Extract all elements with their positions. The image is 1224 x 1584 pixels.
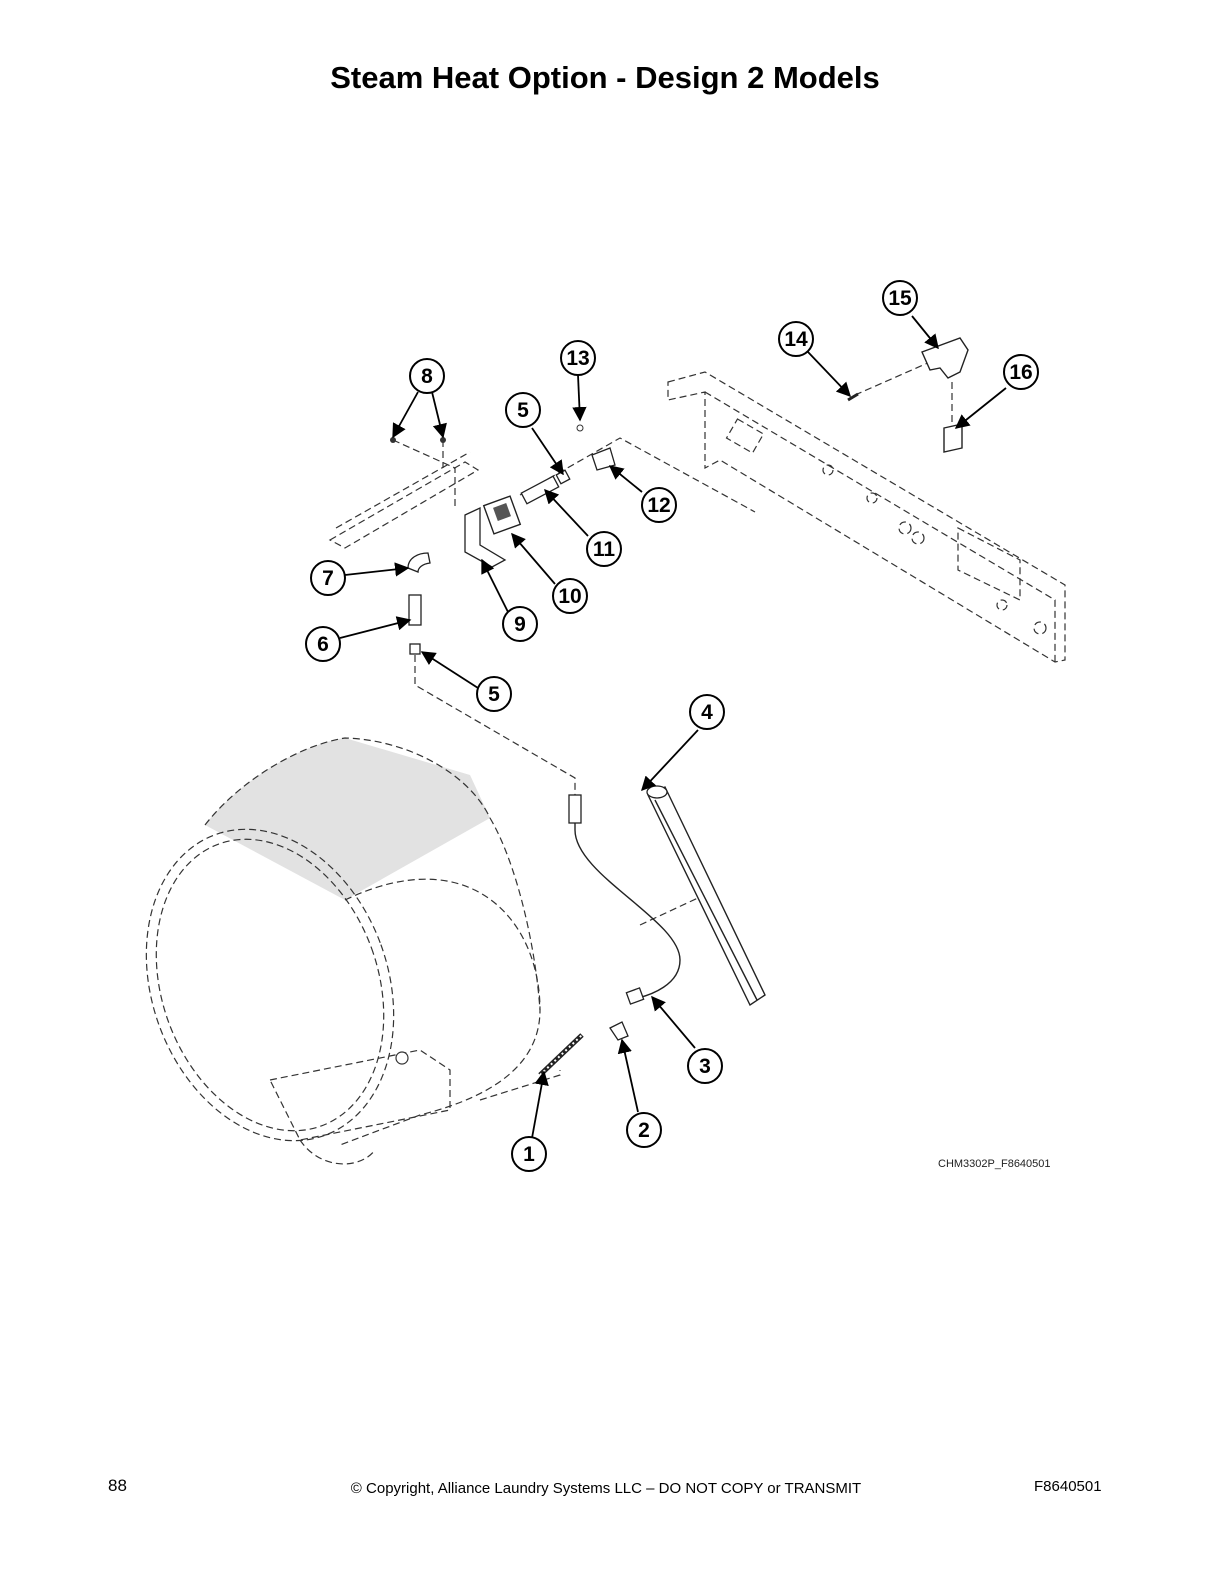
page-title: Steam Heat Option - Design 2 Models — [330, 60, 880, 95]
pipe-nipple-6 — [408, 594, 422, 655]
elbow-7 — [407, 552, 431, 573]
dryer-drum — [145, 737, 541, 1165]
bracket-9 — [464, 506, 507, 568]
svg-text:7: 7 — [322, 567, 334, 590]
connector-12 — [591, 447, 616, 471]
svg-text:12: 12 — [647, 494, 670, 517]
callout-14: 14 — [778, 321, 814, 357]
callout-5-lower: 5 — [476, 676, 512, 712]
manifold-tube-part — [646, 785, 766, 1007]
nipple-part — [538, 1033, 584, 1077]
callout-6: 6 — [305, 626, 341, 662]
callout-12: 12 — [641, 487, 677, 523]
svg-text:5: 5 — [517, 399, 529, 422]
screw-13 — [576, 424, 584, 432]
svg-text:5: 5 — [488, 683, 500, 706]
callout-1: 1 — [511, 1136, 547, 1172]
mounting-rail — [328, 451, 480, 549]
svg-text:11: 11 — [593, 538, 616, 561]
figure-id: CHM3302P_F8640501 — [938, 1158, 1051, 1170]
svg-text:15: 15 — [888, 287, 912, 310]
callout-4: 4 — [689, 694, 725, 730]
callout-13: 13 — [560, 340, 596, 376]
svg-text:10: 10 — [558, 585, 581, 608]
callout-7: 7 — [310, 560, 346, 596]
callout-8: 8 — [409, 358, 445, 394]
callout-15: 15 — [882, 280, 918, 316]
elbow-part — [609, 1021, 629, 1041]
svg-text:2: 2 — [638, 1119, 650, 1142]
tee-15 — [921, 337, 969, 379]
callout-10: 10 — [552, 578, 588, 614]
svg-text:8: 8 — [421, 365, 433, 388]
svg-text:3: 3 — [699, 1055, 711, 1078]
page-number: 88 — [108, 1476, 127, 1495]
document-code: F8640501 — [1034, 1478, 1102, 1495]
svg-text:14: 14 — [784, 328, 808, 351]
svg-text:13: 13 — [566, 347, 589, 370]
callout-3: 3 — [687, 1048, 723, 1084]
svg-text:9: 9 — [514, 613, 526, 636]
steam-tube-part — [568, 794, 681, 1005]
svg-text:4: 4 — [701, 701, 713, 724]
leader-lines — [339, 315, 1007, 1139]
callout-11: 11 — [586, 531, 622, 567]
svg-text:16: 16 — [1009, 361, 1032, 384]
callout-2: 2 — [626, 1112, 662, 1148]
screws-8 — [390, 437, 446, 443]
callout-5-upper: 5 — [505, 392, 541, 428]
callout-9: 9 — [502, 606, 538, 642]
callout-16: 16 — [1003, 354, 1039, 390]
svg-text:6: 6 — [317, 633, 329, 656]
screw-14 — [847, 392, 859, 402]
valve-10 — [482, 495, 522, 535]
control-panel-bracket — [667, 371, 1066, 663]
svg-text:1: 1 — [523, 1143, 535, 1166]
pipe-11 — [520, 469, 571, 505]
assembly-lines — [392, 361, 953, 1101]
fitting-16 — [943, 423, 963, 453]
copyright-notice: © Copyright, Alliance Laundry Systems LL… — [350, 1480, 862, 1497]
